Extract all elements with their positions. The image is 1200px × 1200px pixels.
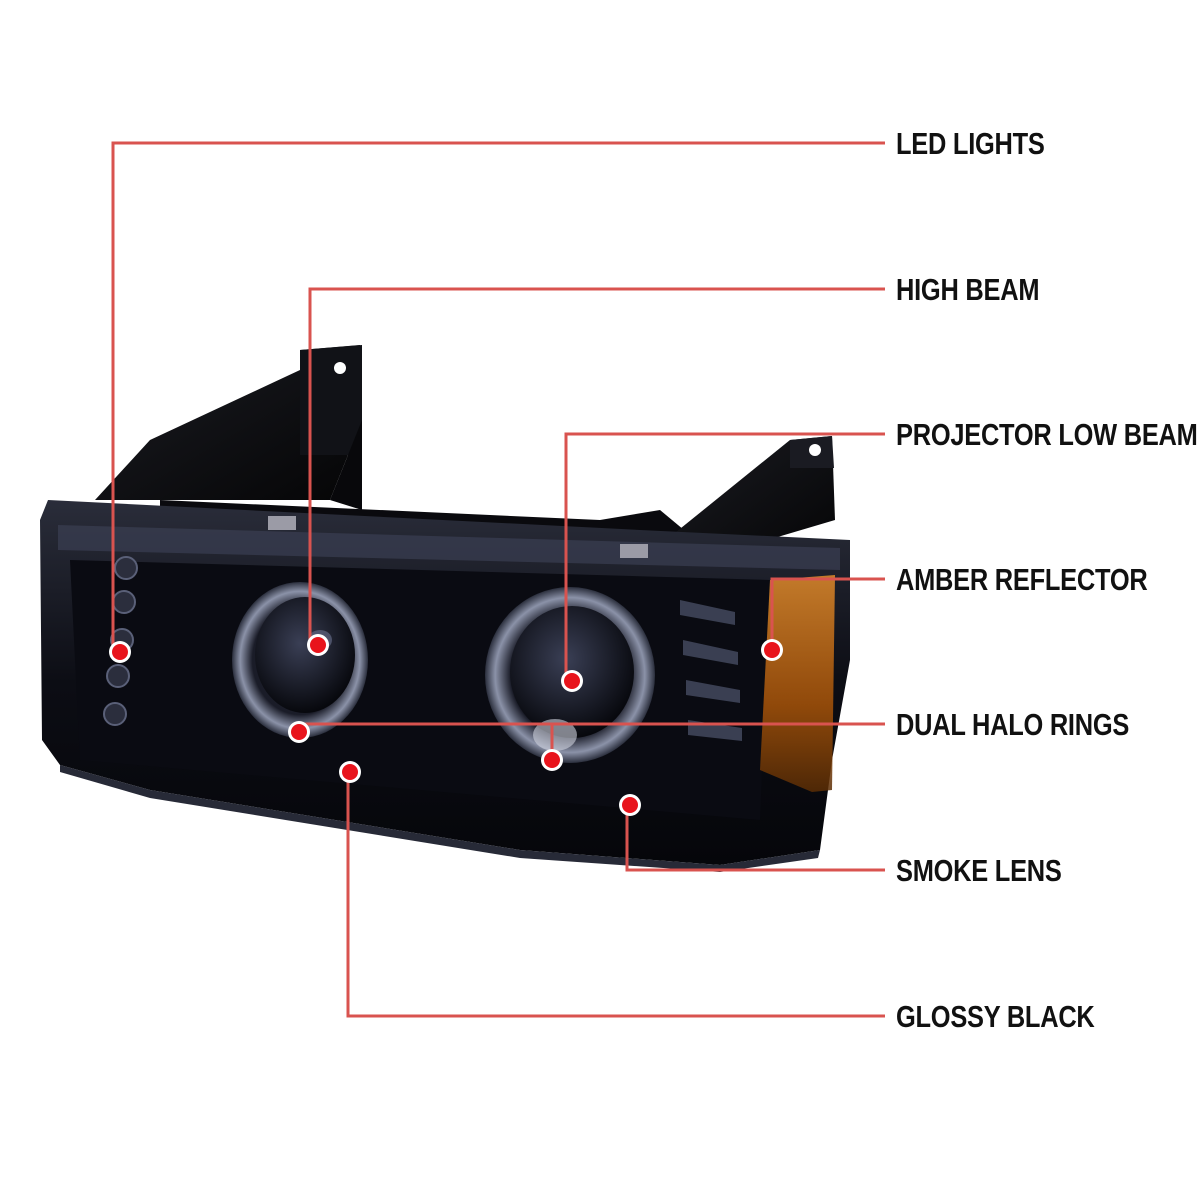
marker-high-beam [307,634,329,656]
marker-projector-low-beam [561,670,583,692]
leader-line-glossy-black [346,772,885,1018]
marker-amber-reflector [761,639,783,661]
marker-led-lights [109,641,131,663]
label-smoke-lens: SMOKE LENS [896,853,1062,888]
marker-glossy-black [339,761,361,783]
leader-line-projector-low-beam [564,432,885,680]
label-dual-halo-rings: DUAL HALO RINGS [896,707,1130,742]
leader-line-high-beam [308,287,885,645]
amber-reflector-lens [760,575,835,792]
leader-line-led-lights [111,141,885,645]
marker-dual-halo-rings-left [288,721,310,743]
label-high-beam: HIGH BEAM [896,272,1040,307]
leader-line-smoke-lens [625,805,885,872]
label-glossy-black: GLOSSY BLACK [896,999,1095,1034]
marker-dual-halo-rings-right [541,749,563,771]
left-projector [232,582,368,738]
label-led-lights: LED LIGHTS [896,126,1045,161]
label-amber-reflector: AMBER REFLECTOR [896,562,1148,597]
marker-smoke-lens [619,794,641,816]
leader-lines [111,141,885,1018]
callout-markers [109,634,783,816]
leader-line-amber-reflector [770,577,885,650]
headlight-housing [40,500,850,872]
label-projector-low-beam: PROJECTOR LOW BEAM [896,417,1198,452]
